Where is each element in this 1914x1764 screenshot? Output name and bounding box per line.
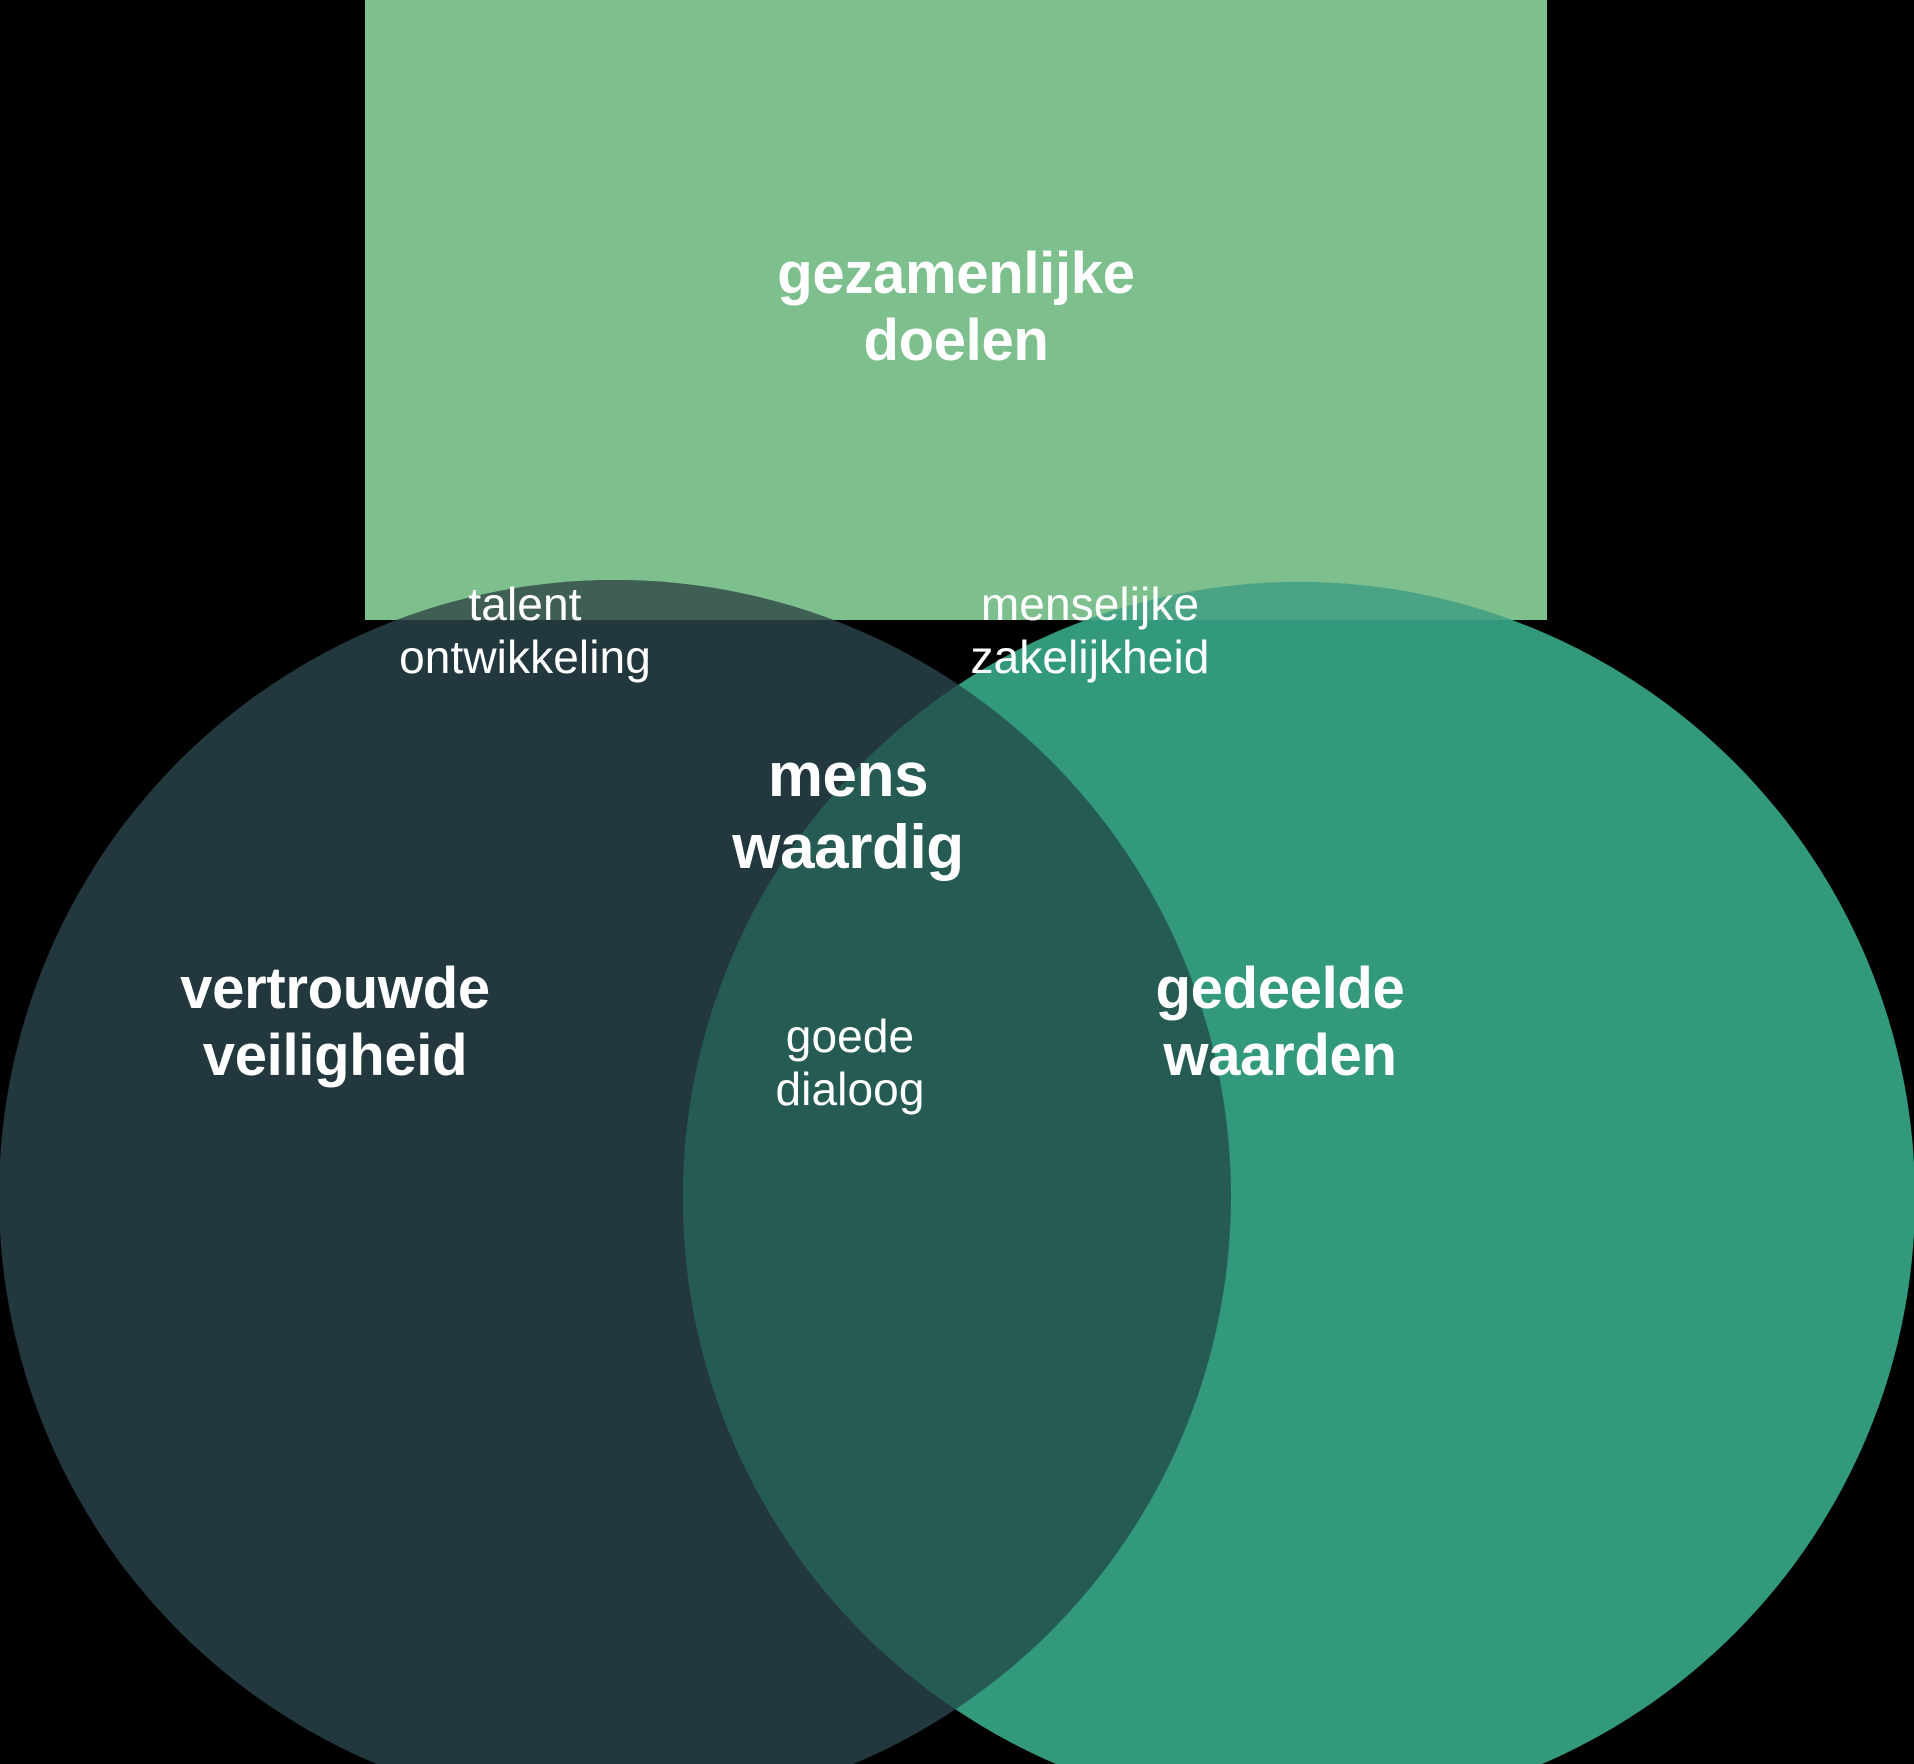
intersection-shape-menselijke-zakelijkheid: [1086, 582, 1512, 620]
intersection-shape-goede-dialoog: [683, 582, 1231, 1764]
set-shape-gezamenlijke-doelen: [365, 0, 1547, 620]
intersection-shape-talent-ontwikkeling: [396, 580, 834, 620]
